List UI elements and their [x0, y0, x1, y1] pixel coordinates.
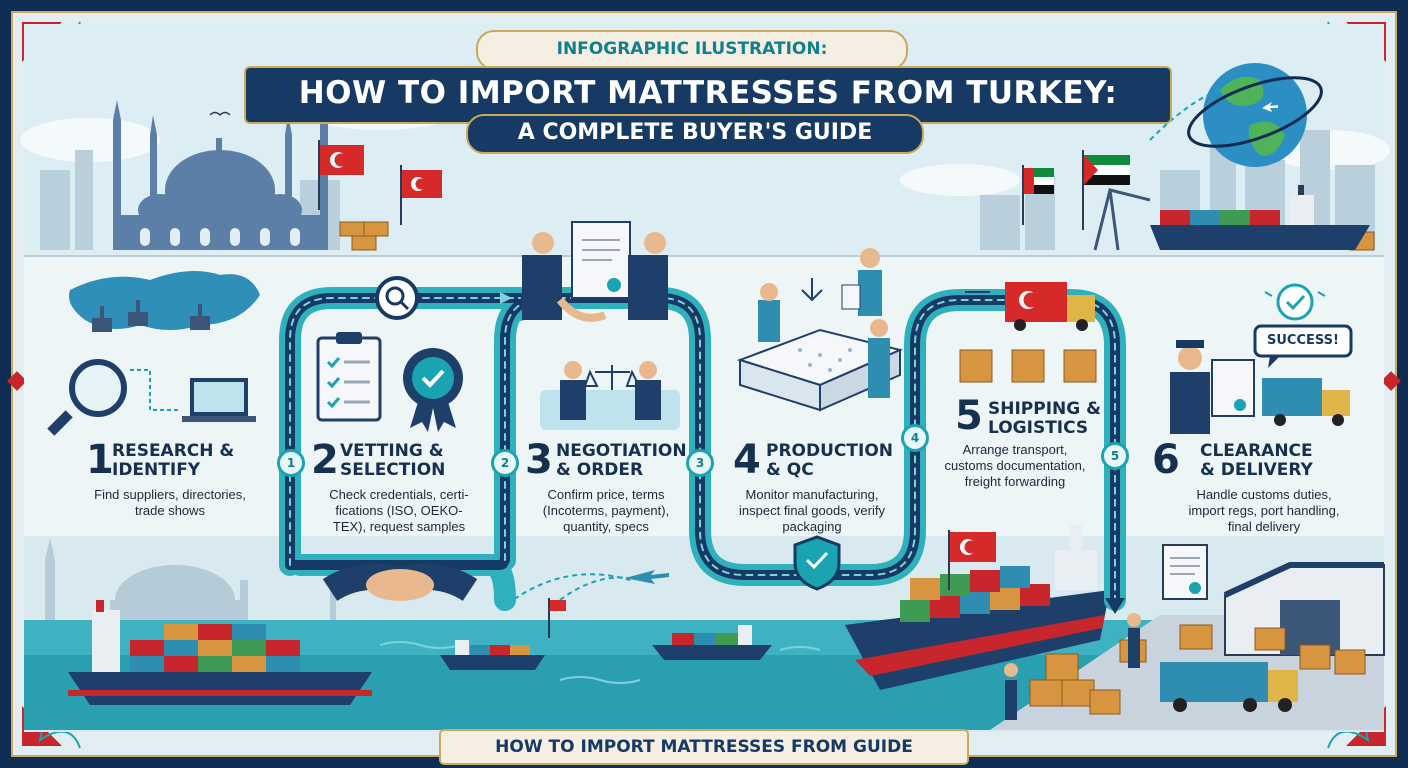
step-4-desc-line2: inspect final goods, verify [739, 503, 885, 518]
footer-banner: HOW TO IMPORT MATTRESSES FROM GUIDE [495, 737, 913, 757]
step-5-desc-line1: Arrange transport, [962, 442, 1068, 457]
step-3-desc-line3: quantity, specs [563, 519, 649, 534]
step-3-desc-line1: Confirm price, terms [547, 487, 665, 502]
step-1-number: 1 [86, 437, 114, 483]
step-2-desc-line1: Check credentials, certi- [329, 487, 469, 502]
step-3-title-line1: NEGOTIATION [556, 441, 687, 461]
step-5-desc-line2: customs documentation, [944, 458, 1086, 473]
step-node-1: 1 [277, 449, 305, 477]
subtitle-pill [466, 114, 924, 154]
step-1-desc-line1: Find suppliers, directories, [94, 487, 246, 502]
step-node-3: 3 [686, 449, 714, 477]
step-1-title-line2: IDENTIFY [112, 460, 201, 480]
step-2-desc-line2: fications (ISO, OEKO- [335, 503, 463, 518]
success-badge: SUCCESS! [1267, 333, 1339, 348]
step-6-desc-line1: Handle customs duties, [1196, 487, 1332, 502]
step-4-title-line1: PRODUCTION [766, 441, 893, 461]
step-3-title-line2: & ORDER [556, 460, 644, 480]
step-4-number: 4 [733, 437, 761, 483]
step-5-desc-line3: freight forwarding [964, 474, 1066, 489]
step-1-title-line1: RESEARCH & [112, 441, 235, 461]
step-6-desc-line3: final delivery [1227, 519, 1301, 534]
page-subtitle: A COMPLETE BUYER'S GUIDE [517, 120, 873, 145]
step-3-desc-line2: (Incoterms, payment), [542, 503, 670, 518]
step-6-desc-line2: import regs, port handling, [1188, 503, 1340, 518]
page-title: HOW TO IMPORT MATTRESSES FROM TURKEY: [298, 75, 1118, 111]
step-1-desc-line2: trade shows [134, 503, 206, 518]
step-5-title-line1: SHIPPING & [988, 399, 1101, 419]
step-6-title-line2: & DELIVERY [1200, 460, 1313, 480]
step-node-2: 2 [491, 449, 519, 477]
step-4-desc-line1: Monitor manufacturing, [745, 487, 879, 502]
step-4-desc-line3: packaging [782, 519, 842, 534]
step-2-number: 2 [311, 437, 339, 483]
step-5-number: 5 [955, 393, 983, 439]
step-2-title-line2: SELECTION [340, 460, 446, 480]
step-2-title-line1: VETTING & [340, 441, 444, 461]
step-5-title-line2: LOGISTICS [988, 418, 1089, 438]
step-4-title-line2: & QC [766, 460, 814, 480]
header-kicker: INFOGRAPHIC ILUSTRATION: [556, 39, 828, 59]
step-6-title-line1: CLEARANCE [1200, 441, 1313, 461]
step-3-number: 3 [525, 437, 553, 483]
step-2-desc-line3: TEX), request samples [332, 519, 466, 534]
step-node-4: 4 [901, 424, 929, 452]
step-node-5: 5 [1101, 442, 1129, 470]
step-6-number: 6 [1152, 437, 1180, 483]
